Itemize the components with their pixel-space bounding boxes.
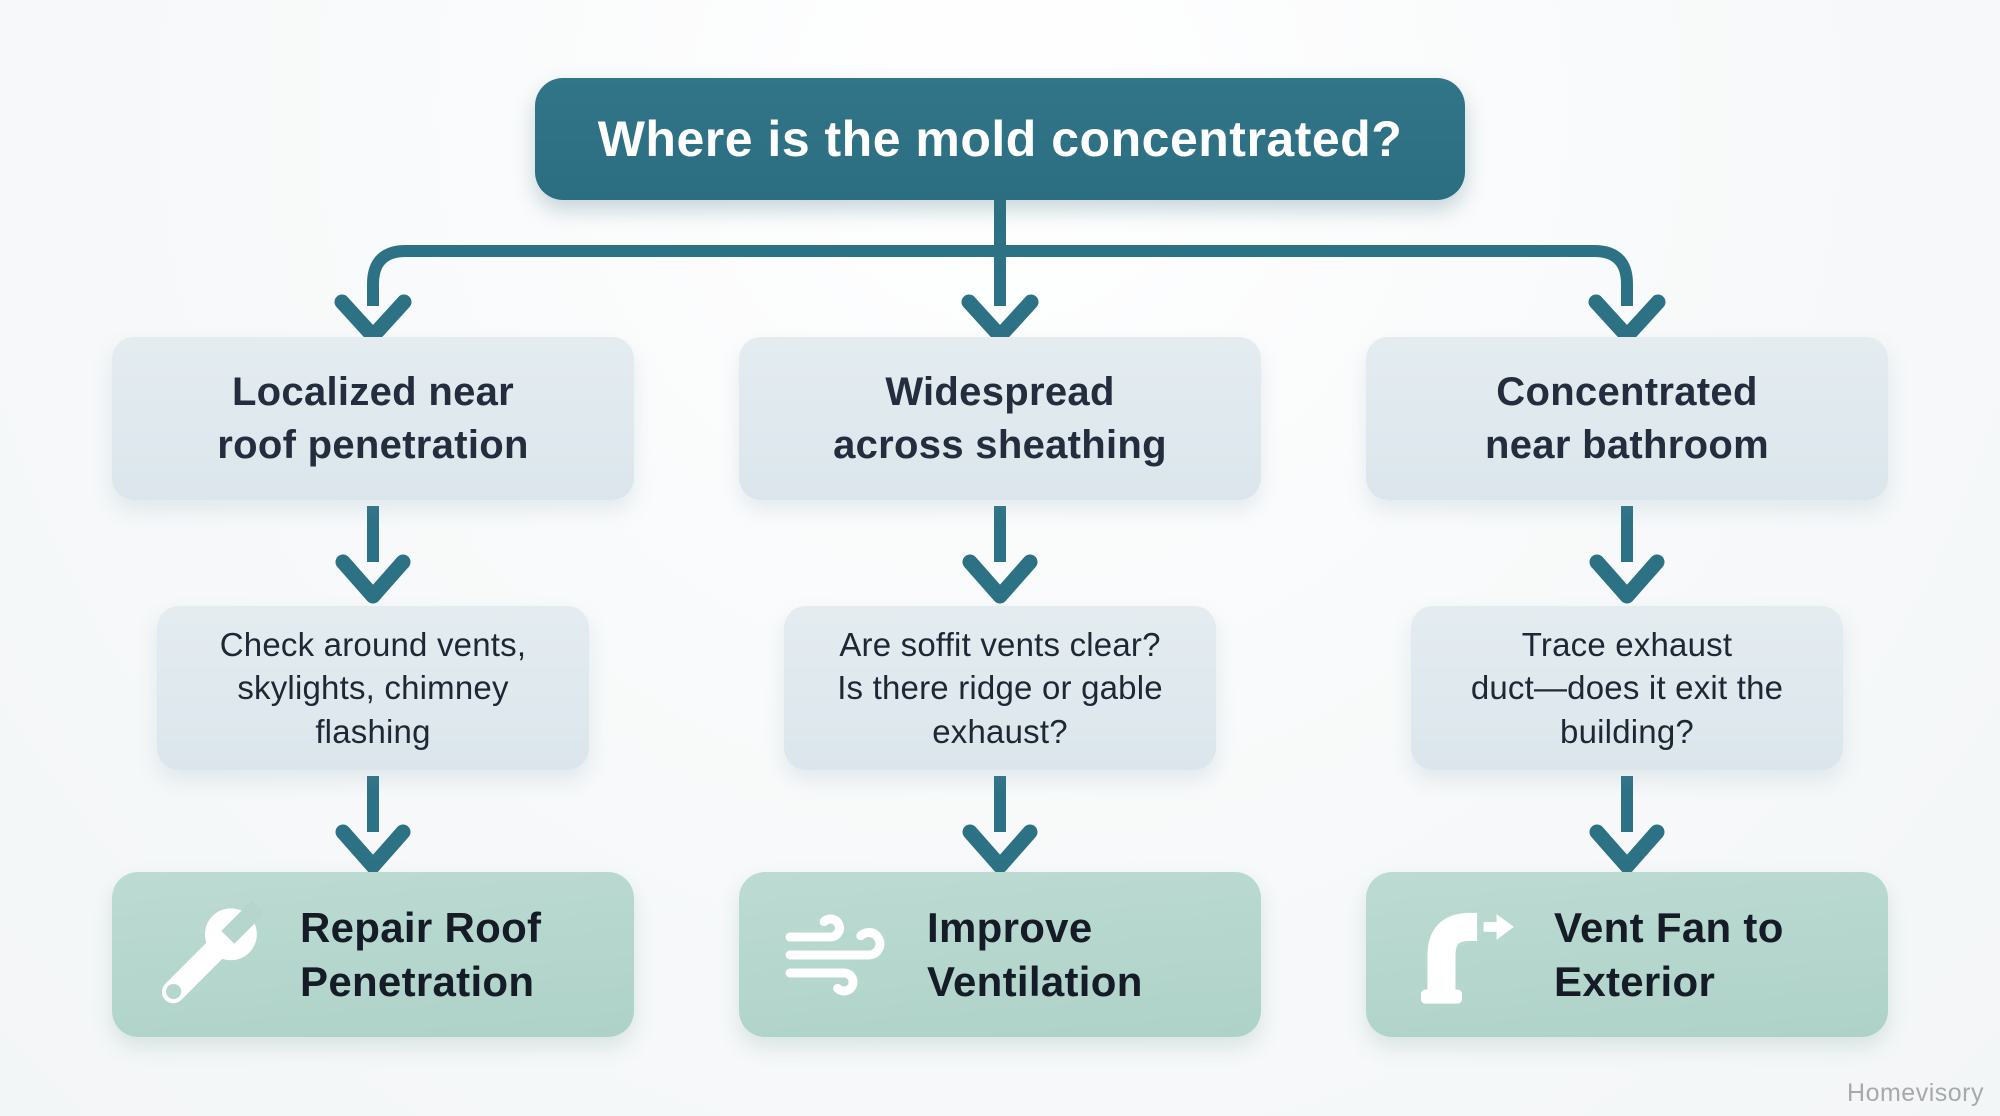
branch-label-center: Widespread across sheathing <box>833 369 1167 467</box>
branch-box-right: Concentrated near bathroom <box>1366 337 1888 500</box>
arrow-title-to-branches <box>334 196 1666 344</box>
arrow-branch-to-check <box>335 506 1665 604</box>
wind-icon <box>781 901 889 1009</box>
action-label-right: Vent Fan to Exterior <box>1554 903 1784 1005</box>
action-box-center: Improve Ventilation <box>739 872 1261 1037</box>
check-label-right: Trace exhaust duct—does it exit the buil… <box>1470 625 1784 750</box>
branch-box-left: Localized near roof penetration <box>112 337 634 500</box>
branch-label-left: Localized near roof penetration <box>217 369 529 467</box>
action-label-left: Repair Roof Penetration <box>300 903 542 1005</box>
check-label-left: Check around vents, skylights, chimney f… <box>219 625 527 750</box>
action-box-left: Repair Roof Penetration <box>112 872 634 1037</box>
check-label-center: Are soffit vents clear? Is there ridge o… <box>837 625 1163 750</box>
action-label-center: Improve Ventilation <box>927 903 1143 1005</box>
duct-icon <box>1408 901 1516 1009</box>
check-box-left: Check around vents, skylights, chimney f… <box>157 606 589 770</box>
check-box-right: Trace exhaust duct—does it exit the buil… <box>1411 606 1843 770</box>
wrench-icon <box>154 900 262 1009</box>
arrow-check-to-action <box>335 776 1665 874</box>
question-label: Where is the mold concentrated? <box>597 111 1403 167</box>
watermark: Homevisory <box>1847 1079 1984 1107</box>
action-box-right: Vent Fan to Exterior <box>1366 872 1888 1037</box>
branch-box-center: Widespread across sheathing <box>739 337 1261 500</box>
question-box: Where is the mold concentrated? <box>535 78 1465 200</box>
branch-label-right: Concentrated near bathroom <box>1485 369 1769 467</box>
check-box-center: Are soffit vents clear? Is there ridge o… <box>784 606 1216 770</box>
